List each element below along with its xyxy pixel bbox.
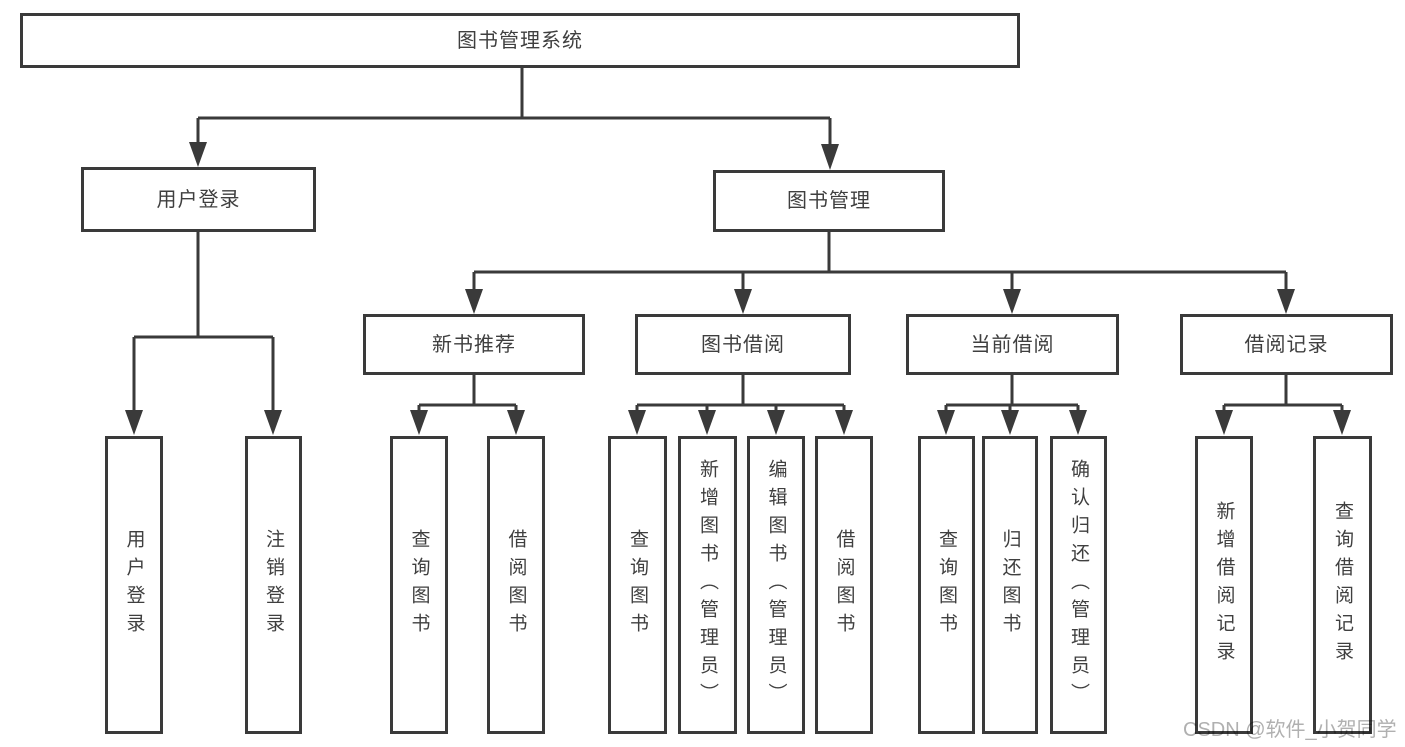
node-label: 用户登录 — [123, 529, 145, 641]
node-label: 编辑图书（管理员） — [765, 459, 787, 711]
leaf-logout: 注销登录 — [245, 436, 302, 734]
node-new-book-recommendation: 新书推荐 — [363, 314, 585, 375]
node-label: 注销登录 — [263, 529, 284, 641]
leaf-query-books-recommend: 查询图书 — [390, 436, 448, 734]
node-book-management: 图书管理 — [713, 170, 945, 232]
node-label: 图书借阅 — [701, 333, 785, 356]
leaf-edit-book-admin: 编辑图书（管理员） — [747, 436, 805, 734]
leaf-return-books: 归还图书 — [982, 436, 1038, 734]
leaf-add-book-admin: 新增图书（管理员） — [678, 436, 737, 734]
node-label: 新书推荐 — [432, 333, 516, 356]
node-library-management-system: 图书管理系统 — [20, 13, 1020, 68]
node-book-borrowing: 图书借阅 — [635, 314, 851, 375]
leaf-query-borrow-record: 查询借阅记录 — [1313, 436, 1372, 734]
node-label: 查询图书 — [627, 529, 648, 641]
node-label: 借阅图书 — [833, 529, 855, 641]
leaf-borrow-books-recommend: 借阅图书 — [487, 436, 545, 734]
watermark: CSDN @软件_小贺同学 — [1183, 719, 1397, 741]
leaf-query-books-current: 查询图书 — [918, 436, 975, 734]
leaf-user-login: 用户登录 — [105, 436, 163, 734]
leaf-borrow-books-borrowing: 借阅图书 — [815, 436, 873, 734]
node-label: 当前借阅 — [970, 333, 1055, 356]
node-label: 新增图书（管理员） — [697, 459, 718, 711]
leaf-confirm-return-admin: 确认归还（管理员） — [1050, 436, 1107, 734]
node-label: 归还图书 — [999, 529, 1021, 641]
node-label: 图书管理 — [787, 190, 871, 212]
node-label: 借阅图书 — [505, 529, 527, 641]
node-borrowing-records: 借阅记录 — [1180, 314, 1393, 375]
node-label: 新增借阅记录 — [1213, 501, 1235, 669]
node-label: 借阅记录 — [1244, 333, 1329, 356]
node-label: 图书管理系统 — [457, 29, 583, 52]
node-label: 查询借阅记录 — [1332, 501, 1353, 669]
arrowheads — [125, 142, 1351, 435]
node-current-borrowing: 当前借阅 — [906, 314, 1119, 375]
node-label: 用户登录 — [156, 188, 241, 211]
node-label: 查询图书 — [408, 529, 430, 641]
node-user-login: 用户登录 — [81, 167, 316, 232]
node-label: 确认归还（管理员） — [1068, 459, 1089, 711]
leaf-add-borrow-record: 新增借阅记录 — [1195, 436, 1253, 734]
node-label: 查询图书 — [936, 529, 957, 641]
leaf-query-books-borrowing: 查询图书 — [608, 436, 667, 734]
